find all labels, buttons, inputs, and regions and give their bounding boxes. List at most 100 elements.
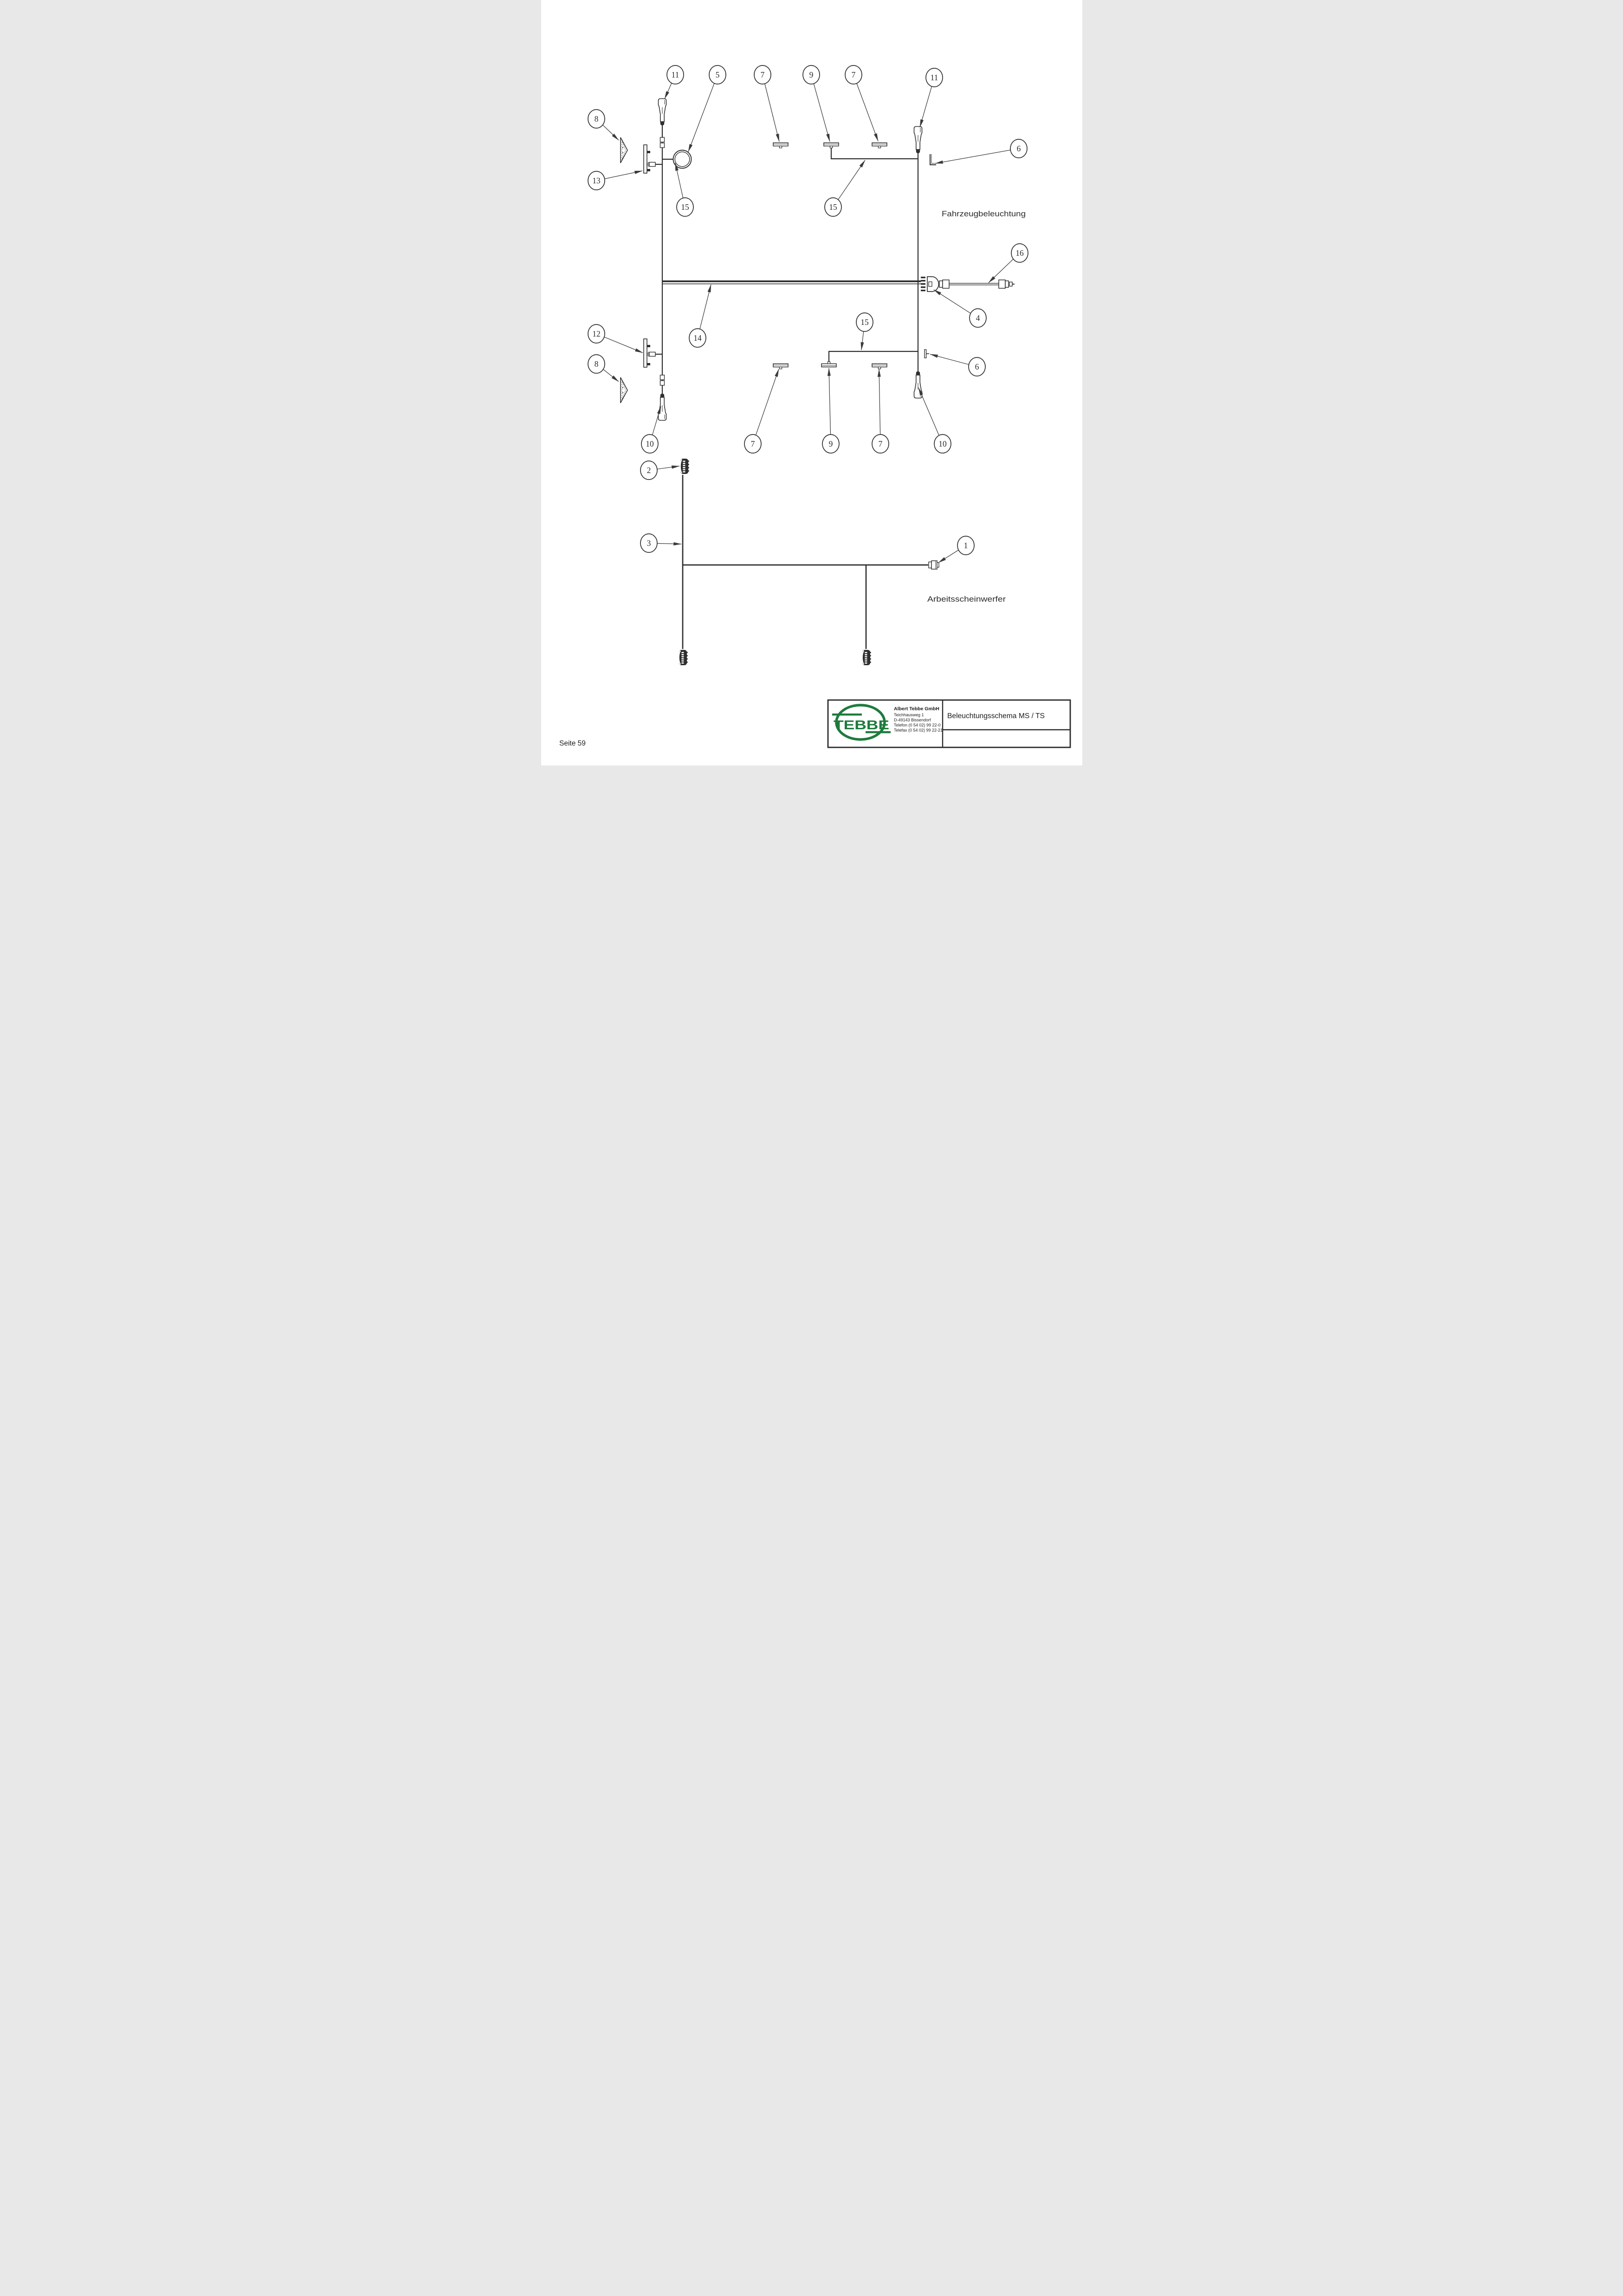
upper-mounting-plate xyxy=(643,144,656,174)
plug-connector-bottom-right xyxy=(913,371,922,399)
callout-leader-arrow xyxy=(755,369,779,435)
callout-leader-arrow xyxy=(856,83,879,142)
callout-number: 15 xyxy=(860,318,869,327)
callout-circle xyxy=(844,65,862,84)
callout-number: 4 xyxy=(976,313,980,323)
page-number-label: Seite 59 xyxy=(559,739,586,747)
callout-14: 14 xyxy=(688,284,711,348)
callout-circle xyxy=(1009,139,1028,158)
callout-leader-arrow xyxy=(988,259,1014,283)
reflector-triangle-upper xyxy=(620,137,628,163)
callout-number: 6 xyxy=(1016,144,1021,153)
inline-connector xyxy=(660,380,665,386)
blade-terminal xyxy=(772,363,789,370)
callout-circle xyxy=(587,109,605,129)
callout-circle xyxy=(957,536,975,555)
callout-8: 8 xyxy=(587,354,619,382)
plug-connector-top-right xyxy=(913,126,922,154)
work-light-connector-bottom-right xyxy=(861,649,872,666)
callout-15: 15 xyxy=(674,162,694,217)
callout-leader-arrow xyxy=(764,84,780,142)
callout-15: 15 xyxy=(824,160,866,217)
callout-leader-arrow xyxy=(933,289,971,314)
callout-circle xyxy=(744,434,762,454)
blade-terminal xyxy=(871,142,887,149)
callout-6: 6 xyxy=(934,139,1028,164)
callout-circle xyxy=(824,197,842,217)
plug-connector-bottom-left xyxy=(658,393,666,421)
callout-number: 13 xyxy=(592,176,601,185)
callout-1: 1 xyxy=(938,536,975,563)
callout-number: 16 xyxy=(1015,248,1024,258)
wiring-diagram: Fahrzeugbeleuchtung Arbeitsscheinwerfer … xyxy=(559,65,1071,748)
callout-11: 11 xyxy=(919,68,943,128)
company-phone: Telefon (0 54 02) 99 22-0 xyxy=(894,723,941,727)
callout-number: 5 xyxy=(715,70,719,79)
callout-leader-arrow xyxy=(929,354,969,365)
company-city: D-49143 Bissendorf xyxy=(894,718,931,722)
tebbe-logo: TEBBE xyxy=(832,704,891,741)
callout-leader-arrow xyxy=(919,86,932,128)
callout-circle xyxy=(708,65,726,84)
callout-7: 7 xyxy=(744,369,779,454)
callout-number: 15 xyxy=(829,202,837,212)
inline-connector xyxy=(660,137,665,143)
callout-circle xyxy=(969,308,987,328)
blade-terminal xyxy=(821,361,837,368)
ring-terminal xyxy=(672,149,692,169)
section-label-work-lights: Arbeitsscheinwerfer xyxy=(927,595,1006,603)
callout-leader-arrow xyxy=(657,465,680,470)
callout-leader-arrow xyxy=(837,160,866,200)
callout-leader-arrow xyxy=(860,331,864,350)
callout-number: 9 xyxy=(809,70,813,79)
callout-number: 9 xyxy=(828,439,833,448)
callout-circle xyxy=(871,434,889,454)
callout-circle xyxy=(587,354,605,374)
callout-number: 14 xyxy=(693,333,702,343)
callout-number: 1 xyxy=(963,541,968,550)
callout-number: 7 xyxy=(750,439,755,448)
callout-circle xyxy=(925,68,943,87)
callout-leader-arrow xyxy=(602,124,619,141)
callout-10: 10 xyxy=(640,406,661,454)
callout-number: 2 xyxy=(647,466,651,475)
extension-cable xyxy=(938,279,1015,289)
callout-12: 12 xyxy=(587,324,643,353)
callout-leader-arrow xyxy=(687,83,715,152)
callout-9: 9 xyxy=(821,368,840,454)
callout-6: 6 xyxy=(929,354,986,376)
callout-leader-arrow xyxy=(604,170,643,179)
callout-8: 8 xyxy=(587,109,619,141)
callout-circle xyxy=(821,434,840,454)
inline-connector xyxy=(660,375,665,380)
callout-number: 8 xyxy=(594,359,598,369)
callout-number: 7 xyxy=(878,439,882,448)
inline-connector xyxy=(660,143,665,148)
callout-number: 3 xyxy=(647,538,651,548)
logo-text: TEBBE xyxy=(834,718,889,732)
company-name: Albert Tebbe GmbH xyxy=(894,706,939,712)
callout-number: 10 xyxy=(938,439,947,448)
callout-leader-arrow xyxy=(602,369,619,382)
plug-connector-top-left xyxy=(658,98,666,126)
callout-circle xyxy=(666,65,684,84)
drawing-title: Beleuchtungsschema MS / TS xyxy=(947,712,1045,720)
callout-11: 11 xyxy=(664,65,684,99)
callout-circle xyxy=(587,324,605,344)
work-light-connector-bottom-left xyxy=(678,649,688,666)
section-label-vehicle-lighting: Fahrzeugbeleuchtung xyxy=(942,210,1026,218)
callout-leader-arrow xyxy=(918,387,939,436)
callout-10: 10 xyxy=(918,387,951,454)
callout-number: 8 xyxy=(594,114,598,123)
l-bracket-upper xyxy=(929,154,936,165)
callout-leader-arrow xyxy=(664,83,672,99)
vehicle-lighting-harness xyxy=(620,98,1015,421)
reflector-triangle-lower xyxy=(620,377,628,403)
callout-7: 7 xyxy=(871,369,889,454)
title-block: TEBBE Albert Tebbe GmbH Teichhausweg 1 D… xyxy=(827,699,1071,748)
callout-2: 2 xyxy=(640,460,680,480)
callout-leader-arrow xyxy=(652,406,661,435)
callout-leader-arrow xyxy=(699,284,711,329)
company-address: Albert Tebbe GmbH Teichhausweg 1 D-49143… xyxy=(894,706,943,733)
